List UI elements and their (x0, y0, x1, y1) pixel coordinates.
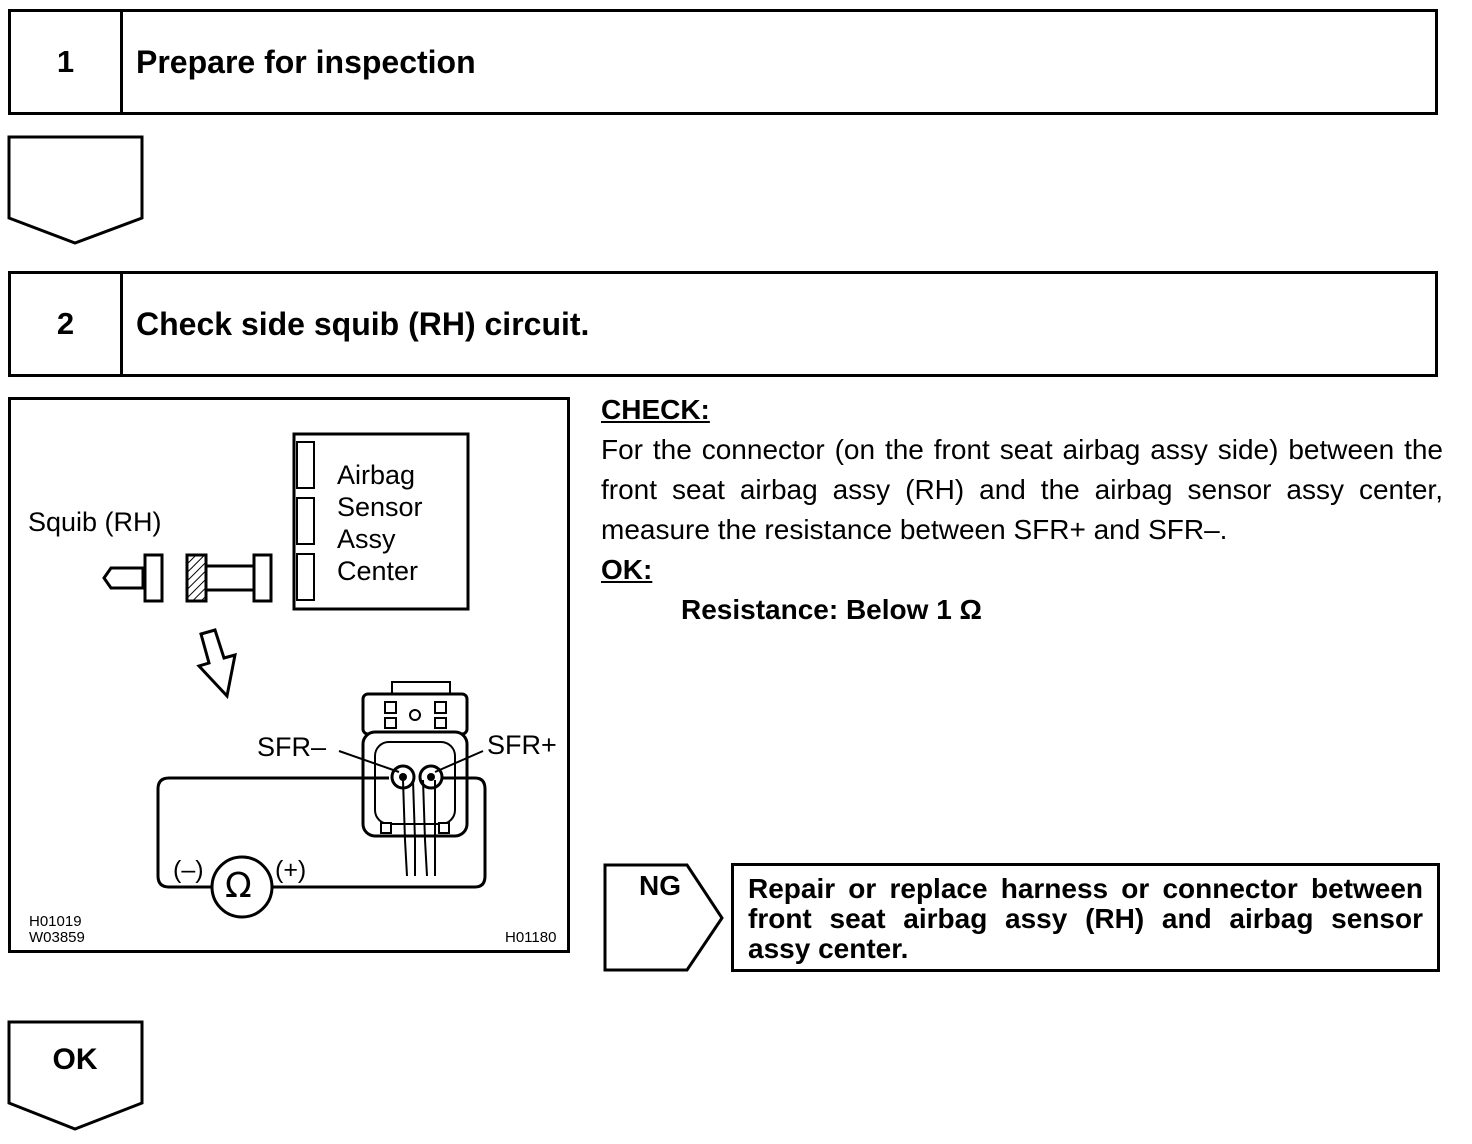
disconnect-arrow-icon (196, 628, 237, 700)
terminal-plus-label: SFR+ (487, 730, 557, 760)
down-arrow-icon (7, 135, 144, 245)
step-2-box: 2 Check side squib (RH) circuit. (8, 271, 1438, 377)
meter-minus-label: (–) (173, 856, 204, 884)
sensor-label-line-2: Sensor (337, 492, 423, 522)
squib-label: Squib (RH) (28, 507, 162, 537)
figure-code-left-2: W03859 (29, 929, 85, 946)
figure-code-left-1: H01019 (29, 913, 82, 930)
figure-code-right: H01180 (505, 929, 557, 946)
check-section: CHECK: For the connector (on the front s… (601, 390, 1443, 630)
connector-icon (185, 553, 208, 603)
resistance-spec: Resistance: Below 1 Ω (681, 594, 982, 625)
sensor-label-line-3: Assy (337, 524, 396, 554)
ng-action-box: Repair or replace harness or connector b… (731, 863, 1440, 972)
sensor-label-line-4: Center (337, 556, 419, 586)
check-body: For the connector (on the front seat air… (601, 434, 1443, 545)
step-1-box: 1 Prepare for inspection (8, 9, 1438, 115)
ohmmeter-icon (210, 855, 274, 919)
meter-plus-label: (+) (275, 856, 307, 884)
ng-label: NG (639, 870, 681, 901)
terminal-minus-label: SFR– (257, 732, 327, 762)
step-1-number: 1 (11, 12, 123, 112)
ok-label: OK (52, 1043, 98, 1076)
squib-plug-icon (102, 566, 145, 590)
ok-heading: OK: (601, 554, 653, 585)
ng-arrow-icon (603, 863, 724, 972)
sensor-assy-box (292, 432, 470, 611)
circuit-diagram (102, 432, 487, 919)
ok-arrow-icon (7, 1020, 144, 1131)
step-2-title: Check side squib (RH) circuit. (136, 305, 590, 342)
step-2-number: 2 (11, 274, 123, 374)
check-heading: CHECK: (601, 394, 710, 425)
circuit-figure: Squib (RH) Airbag Sensor Assy Center SFR… (8, 397, 570, 953)
step-1-title: Prepare for inspection (136, 43, 476, 80)
ohm-symbol: Ω (225, 866, 252, 906)
sensor-label-line-1: Airbag (337, 460, 416, 490)
